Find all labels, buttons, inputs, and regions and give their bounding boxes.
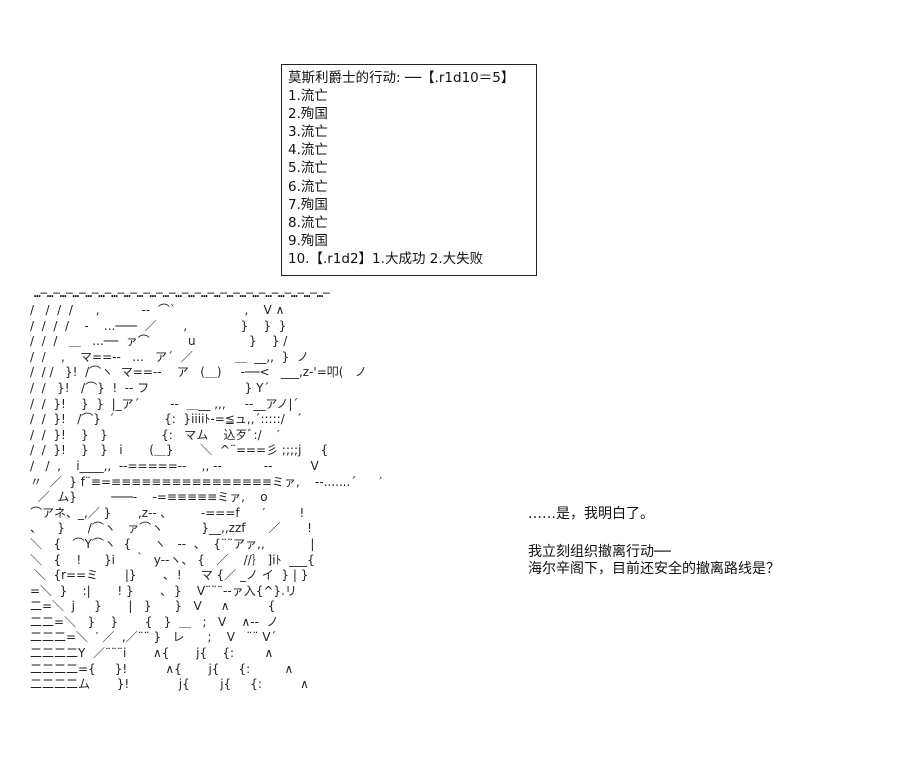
dice-option: 3.流亡 [288,124,328,141]
dice-option: 9.殉国 [288,232,328,249]
dice-result-box: 莫斯利爵士的行动: ──【.r1d10＝5】 1.流亡 2.殉国 3.流亡 4.… [281,64,537,276]
dice-option: 5.流亡 [288,160,328,177]
dialog-line: ……是，我明白了。 [528,506,654,522]
dice-header: 莫斯利爵士的行动: ──【.r1d10＝5】 [288,70,515,86]
dice-option: 2.殉国 [288,106,328,123]
divider-rule: …─…─…─…─…─…─…─…─…─…─…─…─…─…─…─…─…─…─…─…─… [34,287,330,300]
dice-footer: 10.【.r1d2】1.大成功 2.大失败 [288,250,484,267]
dialog-line: 我立刻组织撤离行动── [528,544,671,560]
ascii-art-illustration: / / / / , -‐ ⌒` , V ∧ / / / / - ...─── ／… [30,303,382,692]
dice-option: 7.殉国 [288,196,328,213]
dialog-line: 海尔辛阁下，目前还安全的撤离路线是？ [528,561,780,577]
dice-option: 4.流亡 [288,142,328,159]
dice-option: 1.流亡 [288,88,328,105]
dice-option: 6.流亡 [288,178,328,195]
dice-option: 8.流亡 [288,214,328,231]
